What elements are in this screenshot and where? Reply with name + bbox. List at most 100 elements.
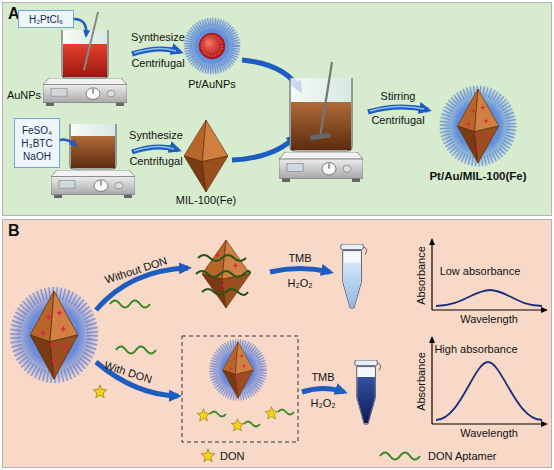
addition-arrow [74, 19, 86, 36]
shape-graphic [183, 17, 242, 76]
legend-sample [201, 449, 215, 462]
aptamer-strand [198, 255, 246, 261]
hot-plate-stirrer [51, 170, 135, 198]
process-arrow [368, 106, 428, 112]
panel-band: AH₂PtCl₆FeSO₄H₃BTCNaOHPt/AuNPsMIL-100(Fe… [2, 2, 552, 216]
aptamer-strand [202, 289, 248, 295]
annotation-label: High absorbance [426, 343, 526, 356]
dashed-frame [182, 336, 298, 442]
annotation-label: Centrifugal [363, 114, 433, 127]
beaker-glass [62, 30, 108, 78]
pt-dot [220, 282, 226, 288]
node-label: NaOH [23, 150, 51, 163]
panel-letter: B [8, 222, 20, 240]
arrow-shaft [132, 49, 180, 54]
don-molecule [265, 407, 278, 419]
stirring-paddle [310, 133, 331, 141]
aptamer-strand [210, 412, 226, 417]
legend-text: DON Aptamer [428, 450, 496, 462]
process-arrow [132, 146, 178, 152]
annotation-label: TMB [280, 252, 320, 265]
aptamer-strand [278, 410, 294, 415]
annotation-label: Wavelength [449, 427, 529, 440]
stirring-rod [84, 12, 98, 70]
hot-plate-stirrer [43, 78, 127, 106]
annotation-label: Absorbance [415, 241, 428, 311]
don-molecule [231, 419, 244, 431]
shape-graphic [184, 120, 228, 192]
shape-outline [184, 120, 228, 192]
y-axis [431, 338, 432, 424]
aptamer-strand [110, 301, 150, 308]
annotation-label: Wavelength [449, 313, 529, 326]
reagent-box: FeSO₄H₃BTCNaOH [14, 118, 60, 168]
annotation-label: H₂O₂ [303, 397, 343, 410]
high-peak-curve [436, 362, 542, 420]
don-molecule [197, 409, 210, 421]
annotation-label: Absorbance [415, 347, 428, 417]
panel-background [2, 2, 552, 216]
composite-octahedron [209, 339, 268, 402]
mixing-beaker [290, 62, 352, 151]
stirring-rod [320, 62, 332, 138]
legend-sample [380, 453, 420, 460]
shape-graphic [439, 85, 517, 167]
arrow-shaft [270, 269, 330, 273]
x-axis [432, 423, 546, 424]
reaction-solution [71, 136, 115, 168]
arrow-shaft [132, 147, 178, 152]
beaker-glass [290, 78, 352, 151]
shape-outline [438, 84, 518, 168]
legend-entry: DON [220, 449, 244, 463]
annotation-label: Synthesize [123, 31, 193, 44]
pt-dot [232, 262, 238, 268]
arrow-shaft [302, 389, 344, 393]
composite-octahedron: Pt/Au/MIL-100(Fe) [438, 84, 518, 168]
shape-outline [182, 16, 242, 76]
arrow-shaft [368, 107, 428, 112]
annotation-label: AuNPs [0, 89, 49, 102]
dark-blue-tube [355, 360, 381, 424]
process-arrow [302, 389, 344, 393]
annotation-label: Stirring [363, 90, 433, 103]
annotation-label: Centrifugal [121, 155, 191, 168]
node-label: H₂PtCl₆ [29, 13, 63, 26]
stirrer-symbol [51, 170, 135, 198]
brown-beaker [70, 124, 116, 169]
reagent-box: H₂PtCl₆ [18, 10, 74, 28]
arrow-highlight [370, 106, 424, 111]
don-aptamer-complex [197, 407, 294, 431]
composite-octahedron [9, 286, 99, 384]
panel-background [2, 219, 552, 468]
process-arrow [270, 269, 330, 273]
annotation-label: H₂O₂ [280, 277, 320, 290]
legend-entry: DON Aptamer [428, 449, 496, 463]
process-arrow [132, 48, 180, 54]
low-peak-curve [436, 290, 542, 306]
node-label: MIL-100(Fe) [124, 194, 288, 207]
aptamer-strand [244, 422, 260, 427]
x-axis [432, 309, 546, 310]
node-label: FeSO₄ [22, 124, 52, 137]
aptamer-strand [116, 347, 156, 354]
stirrer-symbol [279, 152, 363, 182]
hot-plate-stirrer [279, 152, 363, 182]
node-label: Pt/Au/MIL-100(Fe) [378, 170, 554, 183]
node-label: Pt/AuNPs [122, 78, 302, 91]
annotation-label: TMB [303, 371, 343, 384]
node-label: H₃BTC [21, 137, 52, 150]
legend-text: DON [220, 450, 244, 462]
stirrer-symbol [43, 78, 127, 106]
y-axis [431, 240, 432, 310]
aptamer-strand [196, 271, 250, 277]
aptamer-coated-octahedron [196, 240, 250, 308]
annotation-label: Synthesize [121, 129, 191, 142]
don-molecule [93, 385, 107, 398]
nanoparticle: Pt/AuNPs [182, 16, 242, 76]
beaker-glass [70, 124, 116, 169]
gold-nanoparticle-solution [63, 44, 107, 77]
annotation-label: Centrifugal [123, 57, 193, 70]
mof-octahedron: MIL-100(Fe) [184, 120, 228, 192]
